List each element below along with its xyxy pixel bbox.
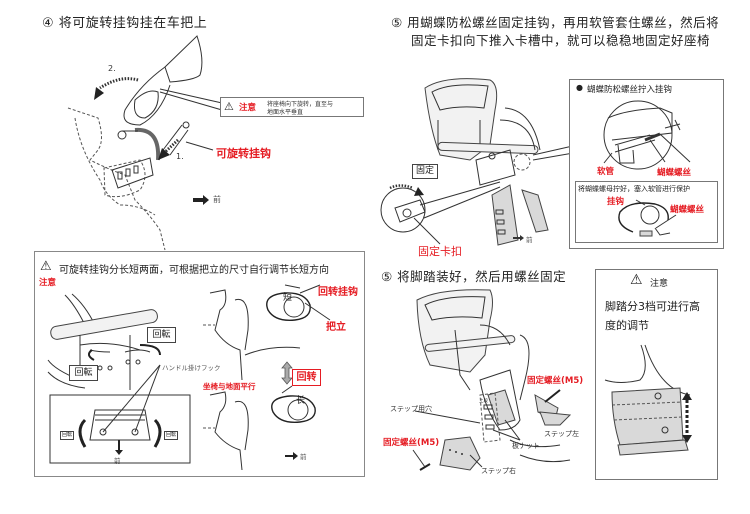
- front-label-inset: 前: [114, 457, 121, 465]
- hook-loop-long-drawing: [271, 395, 316, 423]
- upper-label: 上段: [479, 399, 488, 404]
- step5a-title-line2: 固定卡扣向下推入卡槽中，就可以稳稳地固定好座椅: [411, 33, 711, 48]
- bullet-icon: ●: [576, 83, 583, 92]
- step-hole-label: ステップ用穴: [390, 405, 432, 413]
- caution-text-line2: 地面水平垂直: [267, 109, 304, 116]
- step4-title: ④ 将可旋转挂钩挂在车把上: [42, 16, 208, 31]
- front-arrow-icon: [193, 195, 209, 205]
- caution-label: 注意: [650, 279, 669, 289]
- step5a-illustration: [380, 78, 609, 246]
- wing-screw-illustration: [603, 100, 691, 170]
- hook-loop-short-drawing: [266, 292, 311, 321]
- screw-label-left: 固定螺丝(M5): [383, 438, 440, 448]
- clip-detail-circle: [380, 187, 426, 233]
- note-heading: 可旋转挂钩分长短两面，可根据把立的尺寸自行调节长短方向: [59, 265, 329, 276]
- seat-backrest-drawing: [164, 35, 203, 83]
- rotating-hook-label: 可旋转挂钩: [216, 147, 271, 160]
- bottom-view-inset: [49, 394, 191, 464]
- step2-marker: 2.: [108, 64, 116, 73]
- step1-marker: 1.: [176, 152, 184, 161]
- front-label: 前: [526, 236, 533, 244]
- protect-heading: 将蝴蝶螺母拧好，塞入软管进行保护: [578, 185, 690, 193]
- long-label: 长: [296, 396, 306, 406]
- caution-text-line1: 脚踏分3档可进行高: [605, 300, 700, 313]
- rotate-arrow-2: [99, 77, 139, 90]
- rotating-hook-label: 回转挂钩: [318, 287, 358, 298]
- note-caution-label: 注意: [39, 278, 57, 288]
- wing-screw-label-2: 蝴蝶螺丝: [670, 205, 705, 215]
- step-left-label: ステップ左: [544, 430, 579, 438]
- wing-screw-label: 蝴蝶螺丝: [657, 168, 692, 178]
- fix-tag: 固定: [412, 164, 438, 179]
- caution-text-line1: 将座椅向下旋转，直至与: [267, 101, 334, 108]
- hose-label: 软管: [597, 167, 615, 177]
- plate-nut-label: 板ナット: [512, 442, 540, 450]
- handle-hook-label: ハンドル掛けフック: [162, 364, 221, 372]
- down-arrow-icon: [682, 435, 692, 443]
- step-right-label: ステップ右: [481, 467, 516, 475]
- hook-drawing: [618, 202, 669, 233]
- caution-text-line2: 度的调节: [605, 319, 649, 332]
- caution-callout: ⚠ 注意 将座椅向下旋转，直至与 地面水平垂直: [220, 97, 364, 117]
- note-illustration: [47, 284, 331, 471]
- step5a-title-line1: ⑤ 用蝴蝶防松螺丝固定挂钩，再用软管套住螺丝，然后将: [391, 15, 720, 30]
- stem-label: 把立: [326, 322, 346, 333]
- warning-icon: ⚠: [40, 259, 52, 274]
- pedal-drawing: [611, 387, 684, 446]
- rotate-tag-top: 回転: [147, 327, 176, 343]
- rotate-tag-small-right: 回転: [164, 431, 178, 440]
- inset-heading: 蝴蝶防松螺丝拧入挂钩: [587, 85, 673, 95]
- handlebar-drawing: [50, 309, 158, 340]
- warning-icon: ⚠: [630, 272, 643, 288]
- screw-label-right: 固定螺丝(M5): [527, 376, 584, 386]
- front-label-2: 前: [300, 453, 307, 461]
- clip-label: 固定卡扣: [418, 245, 462, 258]
- seat-frame-drawing: [123, 66, 171, 126]
- right-step-drawing: [439, 436, 481, 471]
- rotate-tag-small-left: 回転: [60, 431, 74, 440]
- hook-label: 挂钩: [607, 197, 625, 207]
- front-label: 前: [213, 195, 221, 204]
- front-arrow-icon: [285, 452, 298, 460]
- rotate-tag-left: 回転: [69, 365, 98, 381]
- step5b-title: ⑤ 将脚踏装好，然后用螺丝固定: [381, 269, 567, 284]
- seat-parallel-label: 坐椅与地面平行: [203, 382, 256, 391]
- short-label: 短: [283, 293, 293, 303]
- hook-arc-drawing: [134, 127, 161, 161]
- step4-illustration: [67, 35, 223, 251]
- hook-hose-illustration: [618, 199, 677, 237]
- rotate-badge: 回转: [292, 369, 321, 386]
- up-arrow-icon: [682, 392, 692, 400]
- warning-icon: ⚠: [224, 100, 234, 113]
- child-seat-drawing: [424, 78, 498, 161]
- caution-label: 注意: [239, 103, 257, 113]
